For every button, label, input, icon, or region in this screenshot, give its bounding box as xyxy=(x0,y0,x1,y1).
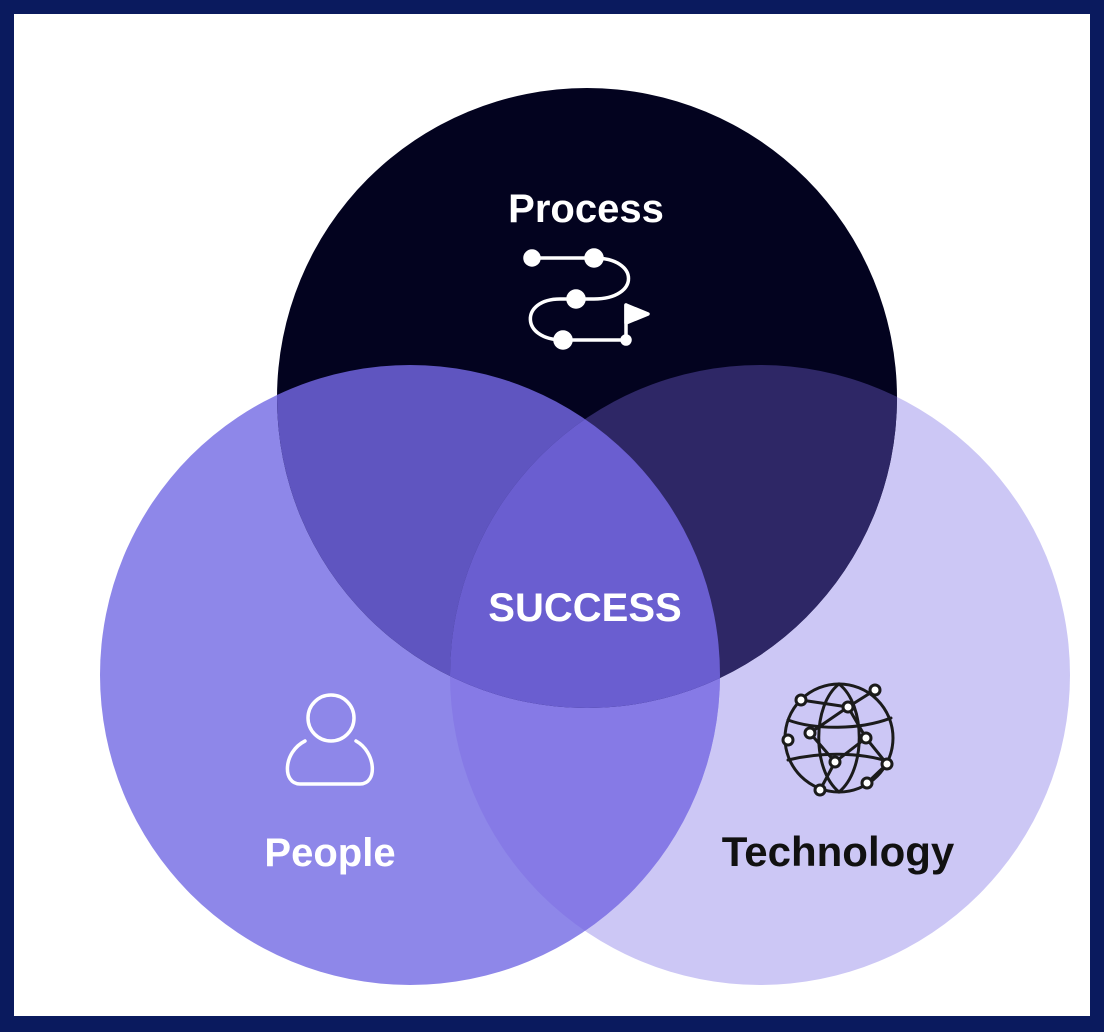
people-label: People xyxy=(264,831,395,875)
globe-network-icon xyxy=(781,682,895,797)
process-path-flag-icon xyxy=(523,248,650,350)
technology-label: Technology xyxy=(722,828,955,875)
success-label: SUCCESS xyxy=(488,586,681,630)
success-overlap xyxy=(450,365,720,708)
process-label: Process xyxy=(508,187,664,231)
person-icon xyxy=(285,693,375,786)
